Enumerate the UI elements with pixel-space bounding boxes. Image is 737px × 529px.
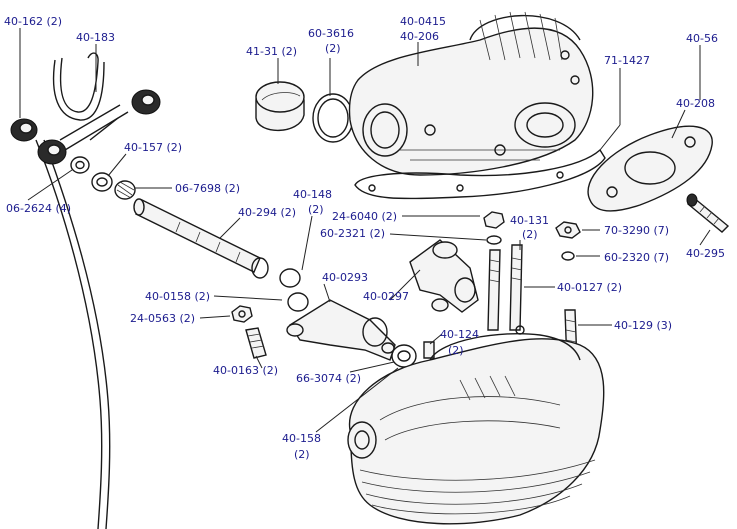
label-40-129: 40-129 (3) <box>614 319 672 332</box>
washers-left <box>70 156 136 200</box>
rocker-box <box>348 11 594 176</box>
nut-washer-center <box>483 211 505 245</box>
label-70-3290: 70-3290 (7) <box>604 224 669 237</box>
label-40-157: 40-157 (2) <box>124 141 182 154</box>
side-cover <box>587 125 713 212</box>
bolt <box>686 193 730 233</box>
label-06-7698: 06-7698 (2) <box>175 182 240 195</box>
rocker-arm-upper <box>409 239 479 313</box>
label-60-2321: 60-2321 (2) <box>320 227 385 240</box>
rocker-cap <box>255 81 305 132</box>
label-40-124-qty: (2) <box>448 344 464 357</box>
label-41-31: 41-31 (2) <box>246 45 297 58</box>
leader-lines <box>19 28 711 433</box>
label-40-183: 40-183 <box>76 31 115 44</box>
oil-pipe <box>35 52 111 529</box>
label-40-131-qty: (2) <box>522 228 538 241</box>
cap-gasket <box>312 93 354 143</box>
label-40-158-qty: (2) <box>294 448 310 461</box>
part-labels: 40-162 (2) 40-183 41-31 (2) 60-3616 (2) … <box>4 15 725 461</box>
label-40-0297: 40-0297 <box>363 290 409 303</box>
cylinder-head <box>347 325 605 525</box>
label-40-124: 40-124 <box>440 328 479 341</box>
nut-washer-right <box>555 221 581 261</box>
label-40-208: 40-208 <box>676 97 715 110</box>
label-60-2320: 60-2320 (7) <box>604 251 669 264</box>
label-60-3616: 60-3616 <box>308 27 354 40</box>
studs-pushrods <box>487 244 523 331</box>
label-66-3074: 66-3074 (2) <box>296 372 361 385</box>
label-40-158: 40-158 <box>282 432 321 445</box>
label-40-148-qty: (2) <box>308 203 324 216</box>
label-40-206: 40-206 <box>400 30 439 43</box>
label-06-2624: 06-2624 (4) <box>6 202 71 215</box>
adjuster-nut <box>231 305 253 323</box>
label-60-3616-qty: (2) <box>325 42 341 55</box>
rocker-spindle <box>133 198 309 312</box>
collar-washer <box>391 341 435 368</box>
label-40-294: 40-294 (2) <box>238 206 296 219</box>
rocker-box-gasket <box>354 148 606 200</box>
label-40-0163: 40-0163 (2) <box>213 364 278 377</box>
label-24-0563: 24-0563 (2) <box>130 312 195 325</box>
label-40-0127: 40-0127 (2) <box>557 281 622 294</box>
label-40-56: 40-56 <box>686 32 718 45</box>
label-40-0158: 40-0158 (2) <box>145 290 210 303</box>
adjuster-screw <box>245 327 267 359</box>
label-40-295: 40-295 <box>686 247 725 260</box>
label-40-0415: 40-0415 <box>400 15 446 28</box>
label-40-162: 40-162 (2) <box>4 15 62 28</box>
label-71-1427: 71-1427 <box>604 54 650 67</box>
rocker-arm-lower <box>286 299 396 361</box>
label-40-0293: 40-0293 <box>322 271 368 284</box>
label-40-131: 40-131 <box>510 214 549 227</box>
label-24-6040: 24-6040 (2) <box>332 210 397 223</box>
label-40-148: 40-148 <box>293 188 332 201</box>
banjo-fittings <box>10 89 161 165</box>
